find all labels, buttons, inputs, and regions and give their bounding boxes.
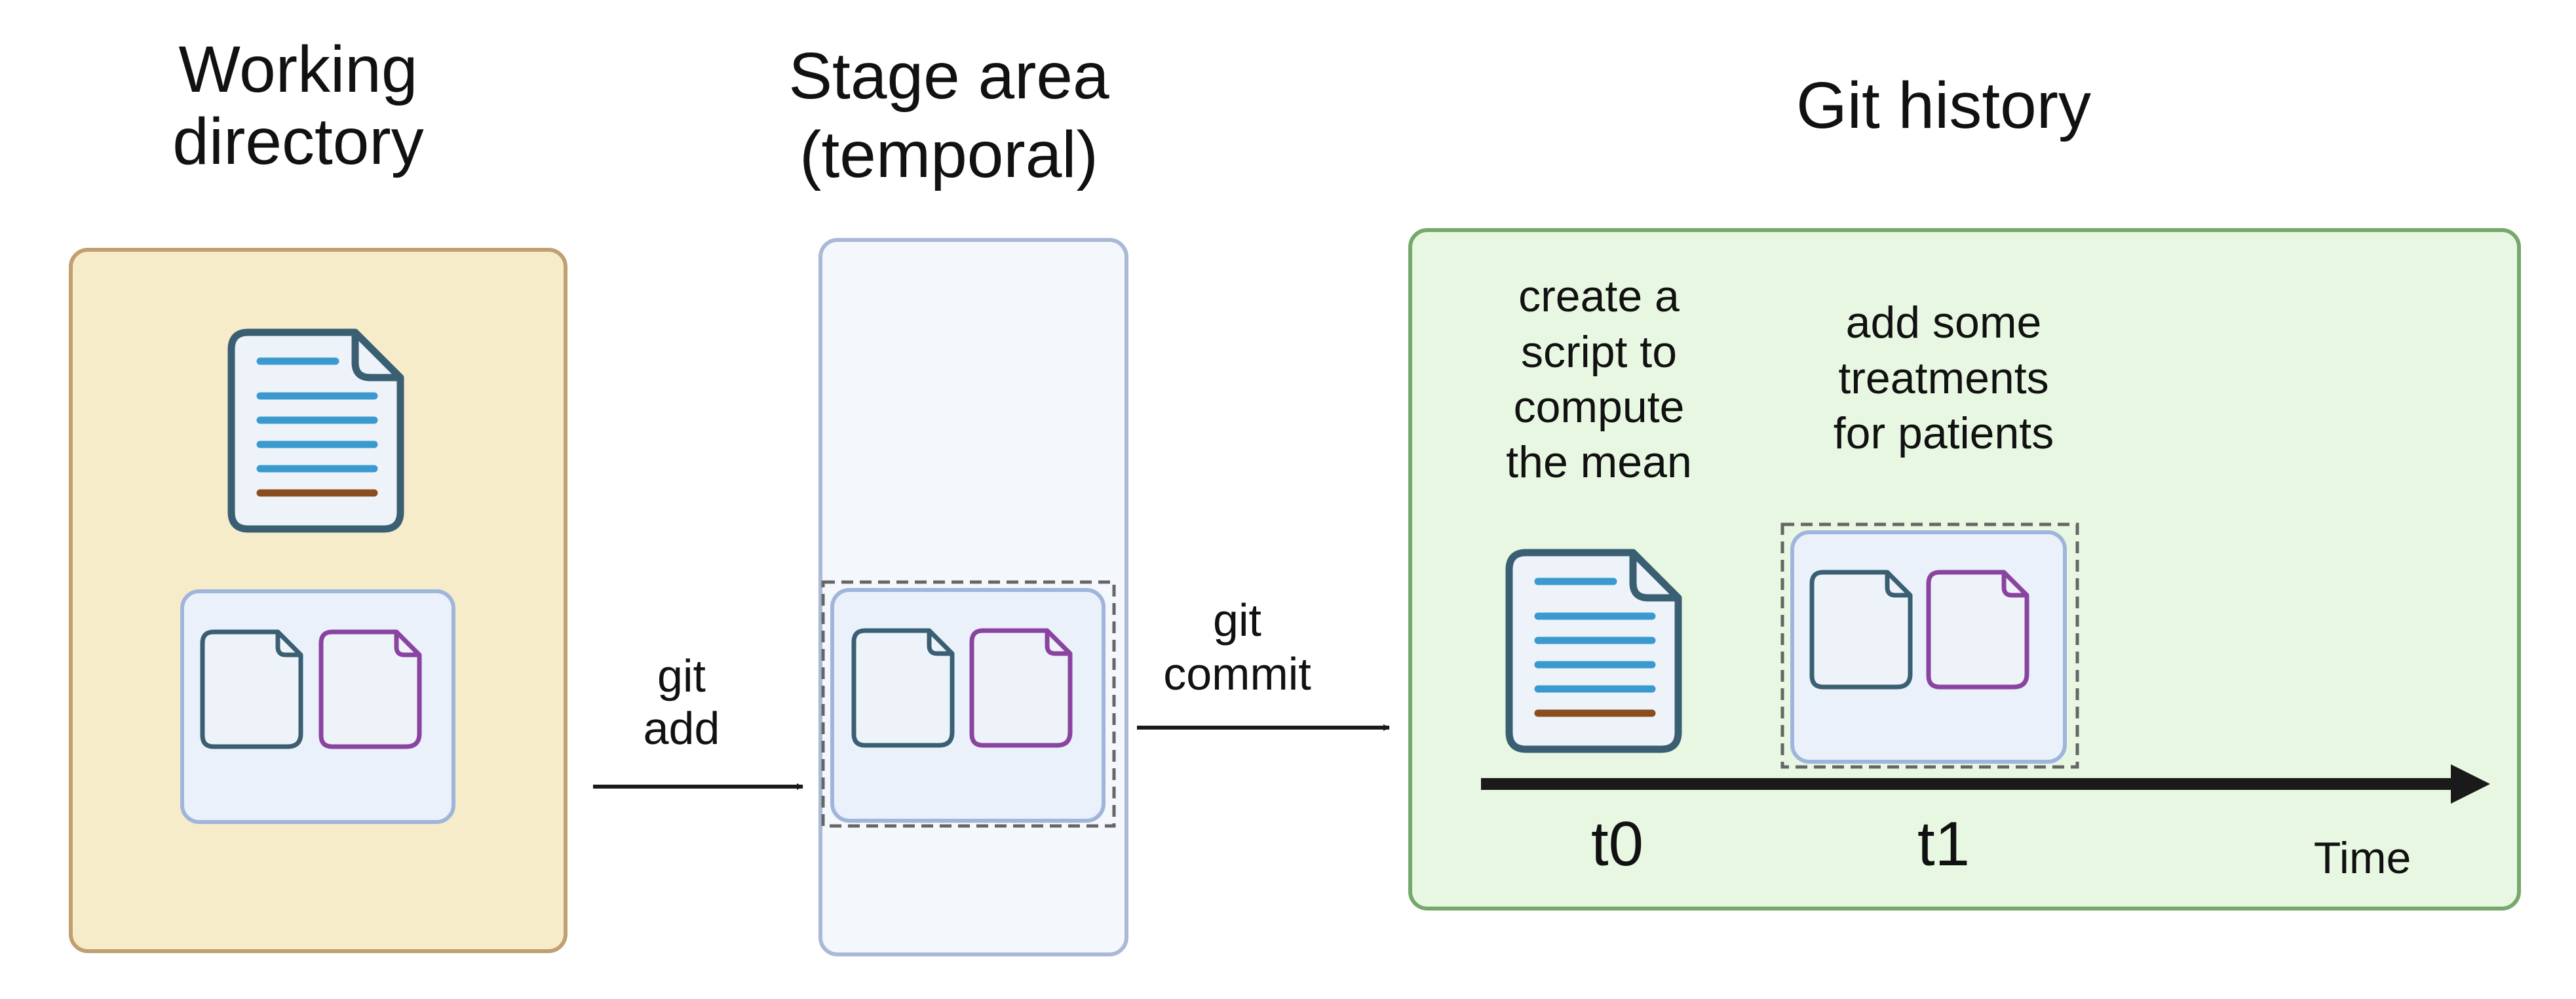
- git-commit-label-line-2: commit: [1163, 648, 1311, 699]
- stage-area-title-line-2: (temporal): [799, 118, 1098, 191]
- git-history-section: Git history create a script to compute t…: [1408, 69, 2521, 911]
- document-icon: [1509, 553, 1678, 749]
- commit-message-line: the mean: [1506, 437, 1692, 487]
- file-teal-icon: [1812, 572, 1910, 687]
- time-axis-label: Time: [2314, 833, 2412, 883]
- commit-t1: add some treatments for patients t1: [1780, 298, 2079, 879]
- commit-message-line: treatments: [1838, 353, 2048, 403]
- git-add-label-line-1: git: [657, 650, 706, 701]
- arrow-right-icon: [2451, 764, 2490, 804]
- file-teal-icon: [854, 631, 952, 745]
- git-history-title: Git history: [1796, 69, 2091, 142]
- working-directory-title-line-2: directory: [172, 105, 423, 178]
- git-commit-step: git commit: [1137, 595, 1390, 731]
- commit-label-t0: t0: [1591, 809, 1644, 879]
- document-icon: [231, 332, 400, 529]
- stage-area-title-line-1: Stage area: [788, 39, 1109, 113]
- git-add-step: git add: [593, 650, 803, 790]
- commit-message-line: create a: [1518, 271, 1680, 321]
- commit-t0: create a script to compute the mean t0: [1506, 271, 1692, 879]
- commit-message-line: for patients: [1834, 408, 2054, 458]
- git-commit-label-line-1: git: [1213, 595, 1261, 646]
- stage-area-section: Stage area (temporal): [788, 39, 1128, 956]
- working-directory-title-line-1: Working: [179, 33, 418, 106]
- file-purple-icon: [1929, 572, 2027, 687]
- commit-message-line: compute: [1514, 382, 1685, 432]
- file-teal-icon: [202, 632, 301, 747]
- commit-label-t1: t1: [1917, 809, 1970, 879]
- working-directory-section: Working directory: [69, 33, 567, 953]
- commit-message-line: script to: [1521, 327, 1677, 377]
- commit-selection: [1780, 522, 2079, 769]
- commit-message-line: add some: [1846, 298, 2042, 347]
- file-purple-icon: [972, 631, 1070, 745]
- git-add-label-line-2: add: [644, 703, 720, 754]
- file-purple-icon: [321, 632, 419, 747]
- staged-selection: [821, 580, 1116, 828]
